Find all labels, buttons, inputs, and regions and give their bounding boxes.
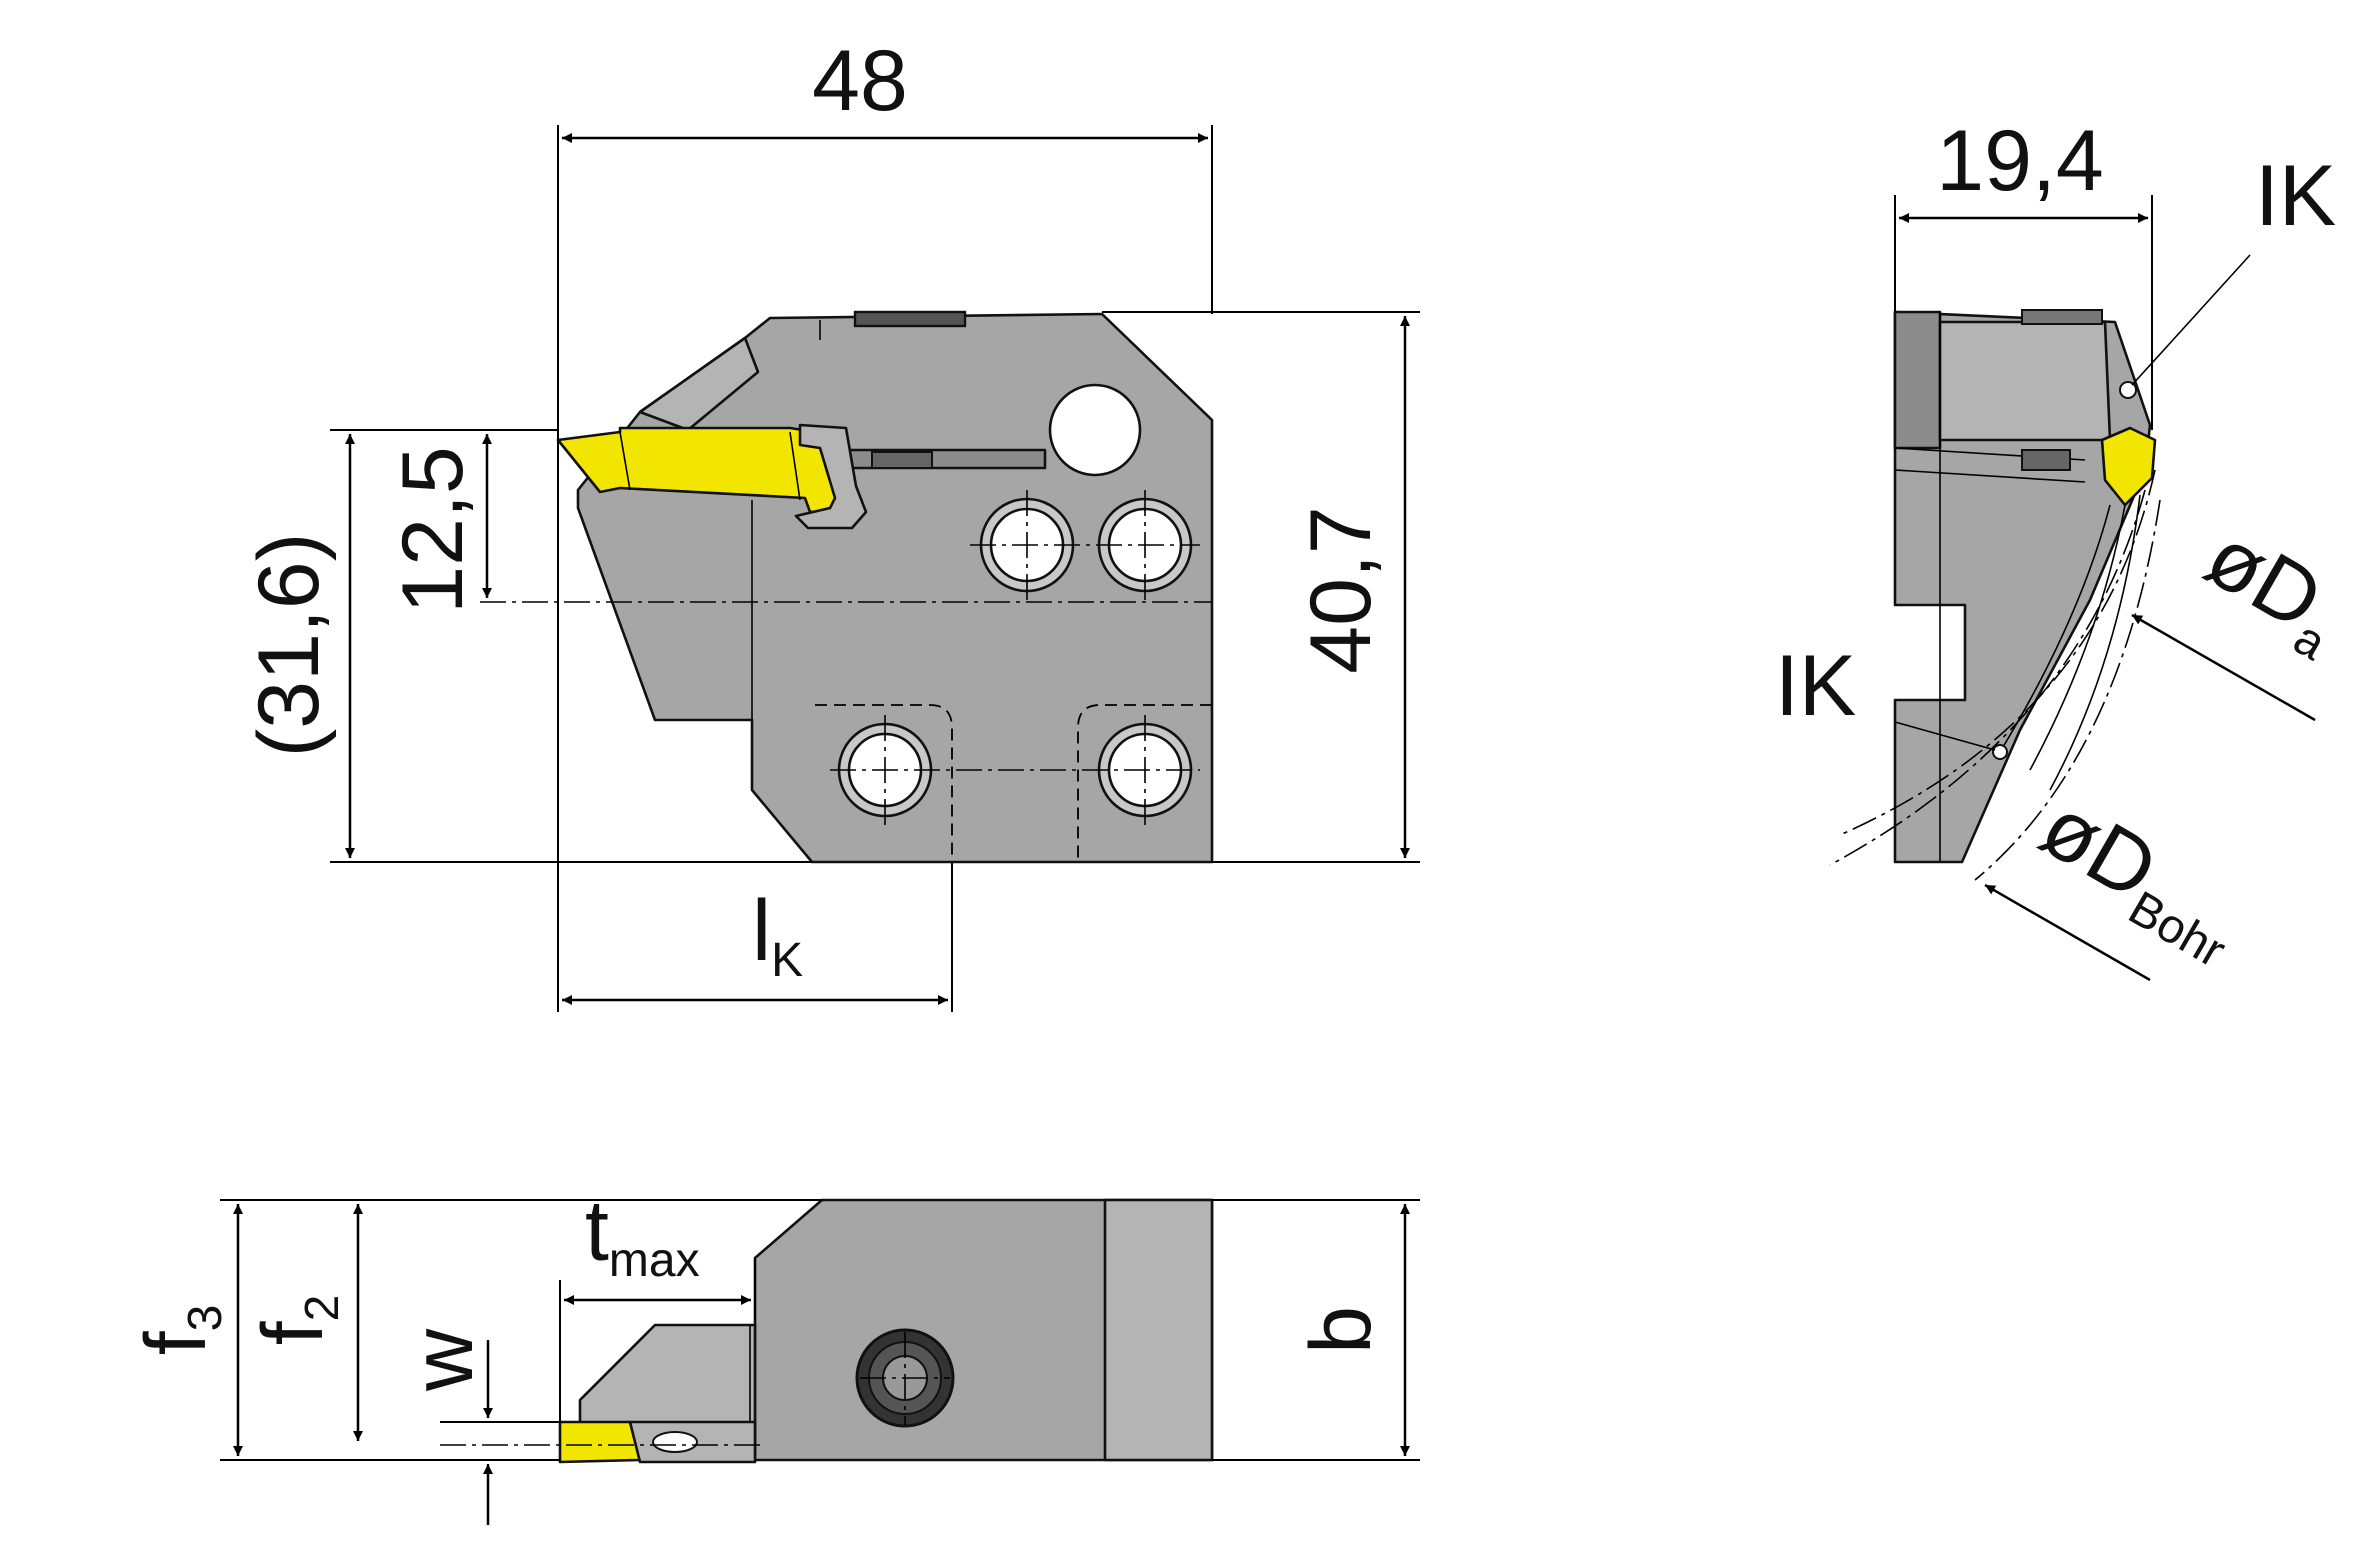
dim-lk-sub: K bbox=[771, 934, 803, 987]
svg-text:tmax: tmax bbox=[585, 1183, 700, 1287]
dim-tmax-sub: max bbox=[609, 1234, 700, 1287]
svg-text:øDa: øDa bbox=[2186, 508, 2362, 671]
dim-w-label: w bbox=[395, 1328, 491, 1392]
svg-text:øDBohr: øDBohr bbox=[2021, 778, 2261, 978]
svg-text:f3: f3 bbox=[128, 1305, 232, 1356]
dim-tmax-main: t bbox=[585, 1183, 609, 1279]
dim-40-7-label: 40,7 bbox=[1293, 506, 1389, 673]
top-view-rear bbox=[1103, 1198, 1214, 1462]
dim-b-label: b bbox=[1293, 1306, 1389, 1354]
dim-lk-main: l bbox=[752, 883, 771, 979]
top-view: f3 f2 w tmax b bbox=[128, 1183, 1420, 1525]
dim-12-5-label: 12,5 bbox=[385, 446, 481, 613]
dim-dbohr-sub: Bohr bbox=[2120, 882, 2234, 979]
front-view: 48 40,7 12,5 (31,6) lK bbox=[241, 33, 1420, 1012]
relief-hole bbox=[1048, 383, 1142, 477]
dim-f2-main: f bbox=[245, 1320, 341, 1345]
side-view: 19,4 IK IK øDa øDBohr bbox=[1775, 113, 2362, 982]
ik-mid-label: IK bbox=[1775, 638, 1856, 734]
dim-31-6-label: (31,6) bbox=[241, 533, 337, 758]
clamp-slot bbox=[828, 448, 1047, 470]
side-insert bbox=[2100, 426, 2157, 507]
top-view-insert bbox=[558, 1420, 642, 1464]
side-view-body bbox=[1893, 310, 2152, 864]
clamp-finger bbox=[638, 336, 760, 432]
dim-f3-sub: 3 bbox=[179, 1305, 232, 1332]
top-screw-slot bbox=[853, 310, 967, 328]
dim-19-4-label: 19,4 bbox=[1936, 113, 2103, 209]
dim-f2-sub: 2 bbox=[296, 1295, 349, 1322]
dim-48-label: 48 bbox=[812, 33, 908, 129]
top-view-screw bbox=[855, 1328, 955, 1428]
dim-f3-main: f bbox=[128, 1330, 224, 1355]
ik-top-label: IK bbox=[2255, 148, 2336, 244]
svg-text:lK: lK bbox=[752, 883, 803, 987]
svg-text:f2: f2 bbox=[245, 1295, 349, 1346]
